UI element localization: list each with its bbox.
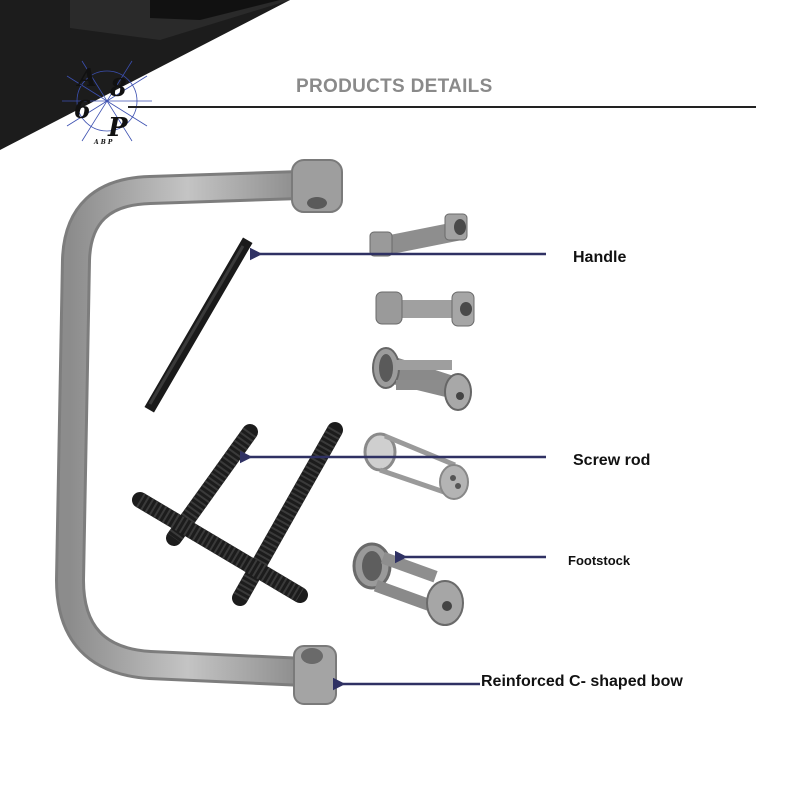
c-shaped-bow xyxy=(54,159,343,705)
handle-label: Handle xyxy=(573,249,627,266)
corner-banner xyxy=(0,0,290,150)
screw-rod-label: Screw rod xyxy=(573,452,651,469)
screw-rods xyxy=(132,422,343,606)
pin-upper xyxy=(369,213,468,257)
header-divider xyxy=(128,106,756,108)
brand-logo: A 8 6 P A B P xyxy=(62,60,152,146)
footstock-cage-1 xyxy=(372,347,472,411)
page-title: PRODUCTS DETAILS xyxy=(296,76,493,97)
pin-lower xyxy=(375,291,475,327)
screw-rod-c xyxy=(132,492,308,603)
logo-small-text: A B P xyxy=(93,139,113,146)
bow-label: Reinforced C- shaped bow xyxy=(481,673,683,690)
logo-letter-6: 6 xyxy=(74,95,91,124)
logo-letter-8: 8 xyxy=(109,73,127,102)
footstock-cage-2 xyxy=(363,432,469,500)
handle-bar xyxy=(144,237,253,413)
logo-letter-a: A xyxy=(76,63,97,92)
logo-letter-p: P xyxy=(107,113,129,143)
callout-arrows xyxy=(240,247,546,691)
footstock-label: Footstock xyxy=(568,553,631,568)
